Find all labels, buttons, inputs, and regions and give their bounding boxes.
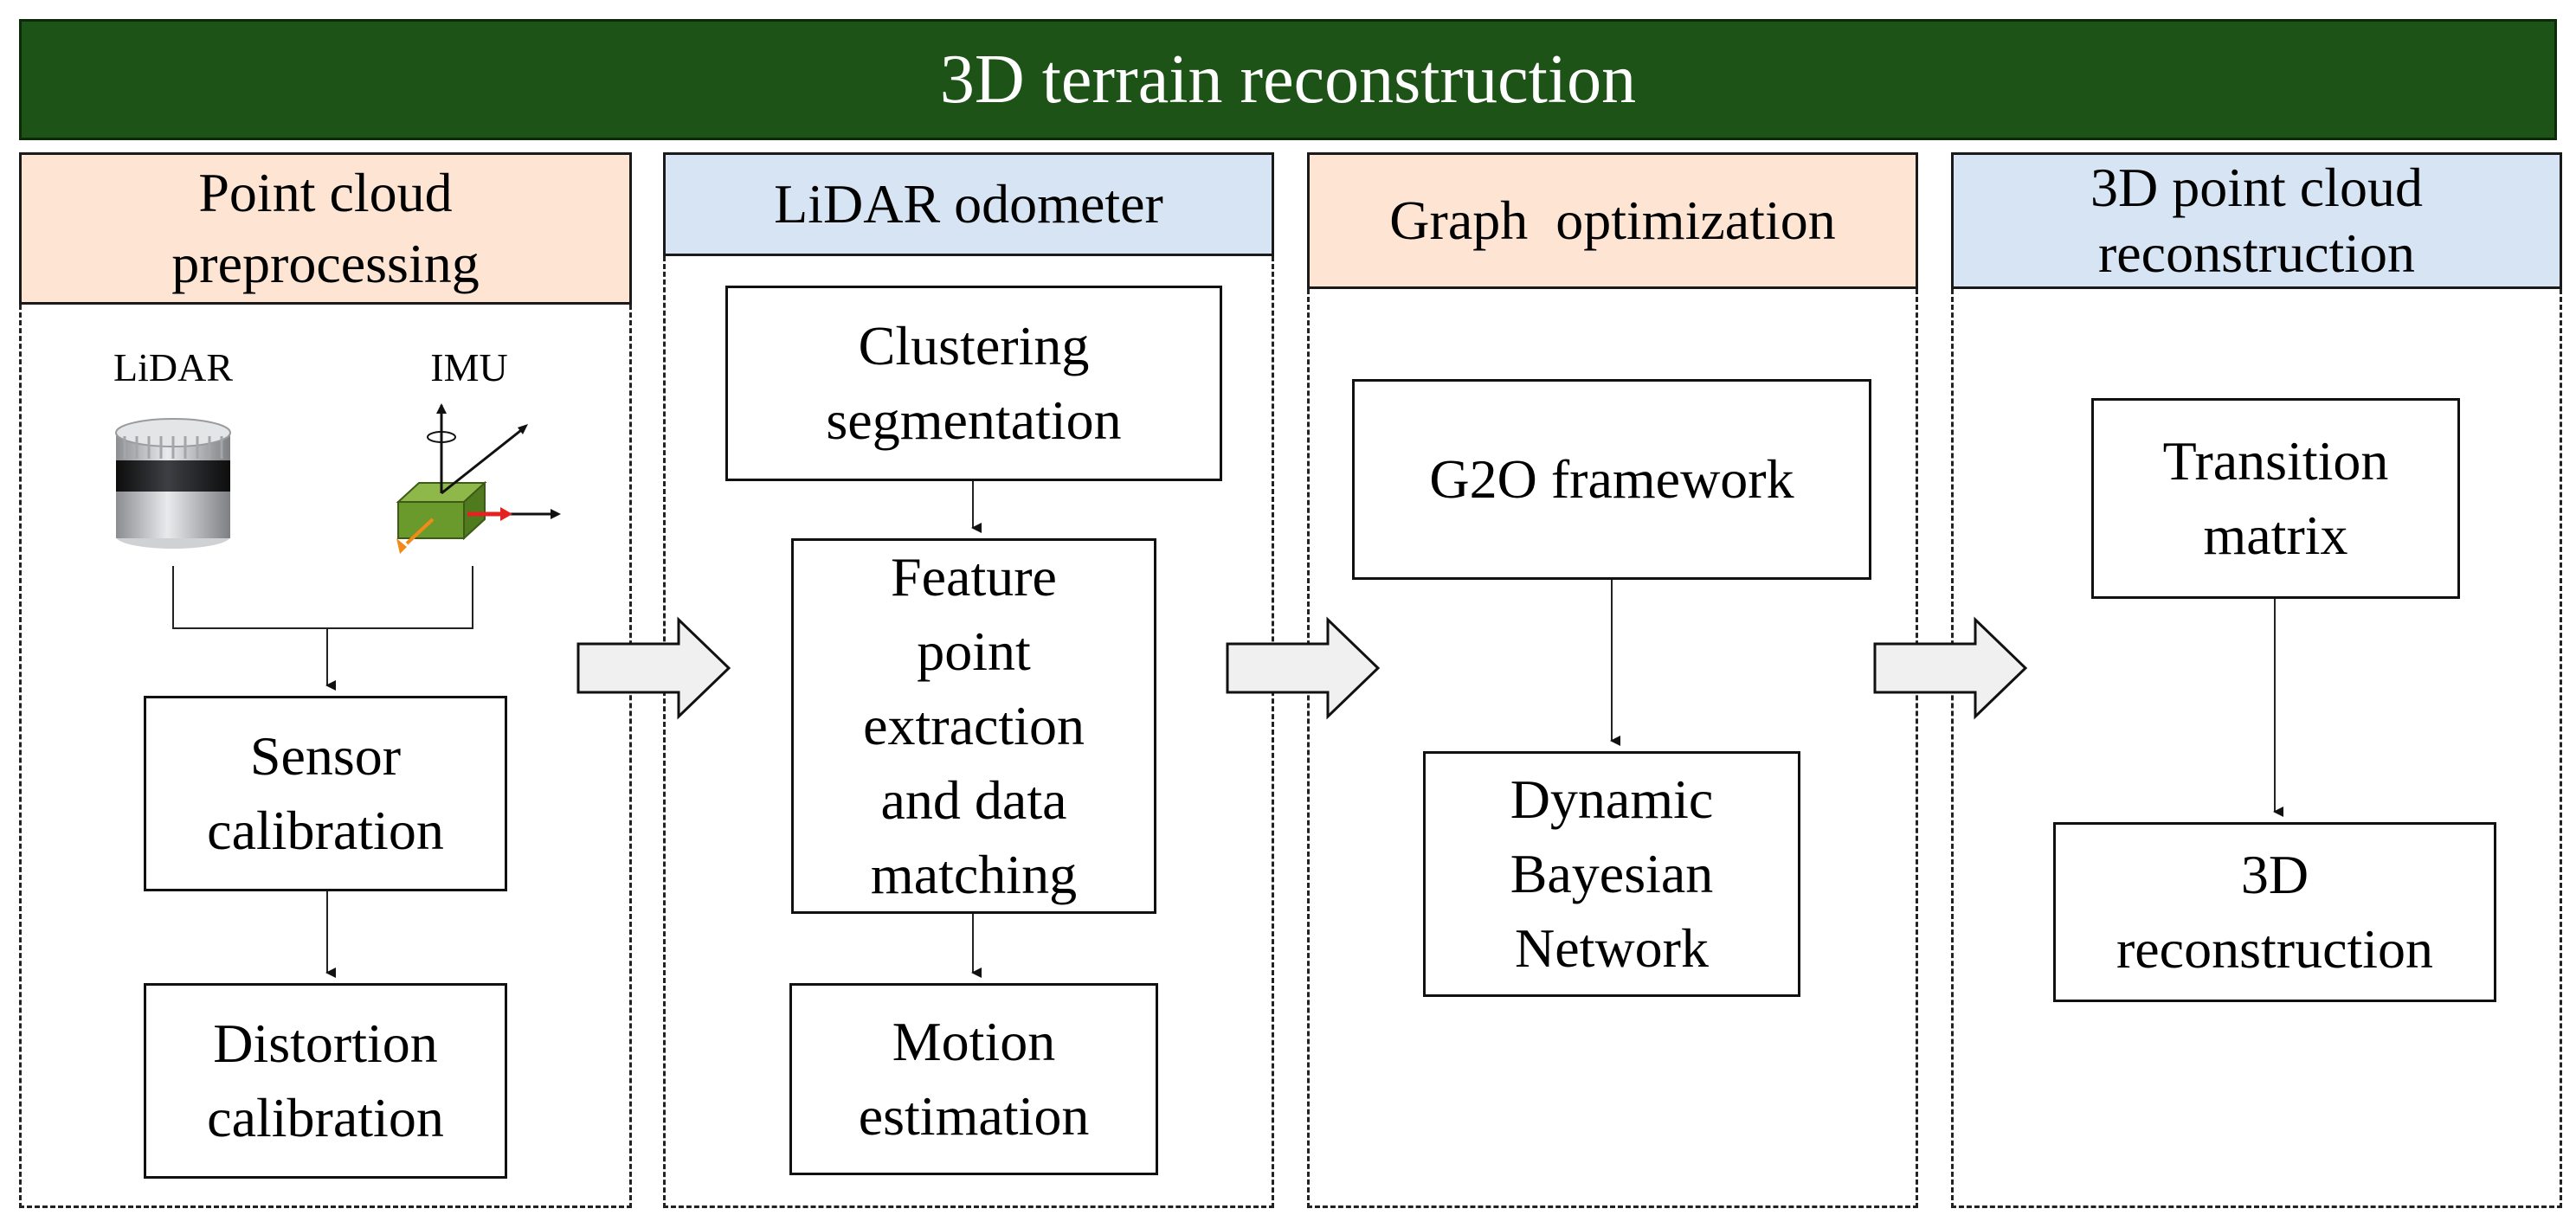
lidar-label: LiDAR bbox=[113, 345, 233, 389]
column-header-lidar-odometer: LiDAR odometer bbox=[663, 152, 1274, 256]
step-line: Feature bbox=[891, 546, 1057, 608]
column-header-preprocessing: Point cloud preprocessing bbox=[19, 152, 632, 305]
step-line: Clustering bbox=[858, 315, 1090, 376]
column-header-line: Graph optimization bbox=[1389, 190, 1836, 251]
column-header-line: reconstruction bbox=[2097, 222, 2416, 284]
step-line: Dynamic bbox=[1510, 768, 1714, 830]
step-distortion-calibration: Distortion calibration bbox=[144, 983, 507, 1179]
column-panel-lidar-odometer bbox=[663, 256, 1274, 1208]
column-panel-point-cloud-reconstruction bbox=[1951, 289, 2562, 1208]
step-line: and data bbox=[880, 769, 1067, 831]
imu-axes-icon bbox=[396, 403, 561, 554]
block-arrow-right-icon bbox=[1226, 616, 1381, 720]
step-line: Bayesian bbox=[1510, 843, 1714, 904]
step-line: calibration bbox=[207, 800, 444, 861]
column-header-line: Point cloud bbox=[198, 162, 453, 223]
column-panel-graph-optimization bbox=[1307, 289, 1918, 1208]
column-panel-preprocessing bbox=[19, 305, 632, 1208]
step-line: matching bbox=[870, 844, 1078, 905]
step-feature-point-extraction: Feature point extraction and data matchi… bbox=[791, 538, 1156, 914]
step-line: 3D bbox=[2240, 844, 2309, 905]
step-line: estimation bbox=[858, 1085, 1090, 1147]
step-line: extraction bbox=[863, 695, 1085, 756]
block-arrow-right-icon bbox=[1873, 616, 2028, 720]
step-line: Network bbox=[1515, 917, 1709, 979]
step-line: matrix bbox=[2203, 505, 2348, 566]
lidar-sensor-icon bbox=[115, 418, 231, 549]
step-line: Distortion bbox=[213, 1013, 438, 1074]
step-clustering-segmentation: Clustering segmentation bbox=[725, 286, 1222, 481]
column-header-line: 3D point cloud bbox=[2090, 157, 2423, 218]
imu-label: IMU bbox=[430, 345, 508, 389]
diagram-title: 3D terrain reconstruction bbox=[19, 19, 2557, 140]
step-line: Transition bbox=[2162, 430, 2389, 492]
step-3d-reconstruction: 3D reconstruction bbox=[2053, 822, 2496, 1002]
step-g2o-framework: G2O framework bbox=[1352, 379, 1871, 580]
step-line: point bbox=[917, 620, 1031, 682]
step-sensor-calibration: Sensor calibration bbox=[144, 696, 507, 891]
column-header-line: LiDAR odometer bbox=[774, 173, 1163, 235]
step-motion-estimation: Motion estimation bbox=[789, 983, 1158, 1175]
column-header-graph-optimization: Graph optimization bbox=[1307, 152, 1918, 289]
step-transition-matrix: Transition matrix bbox=[2091, 398, 2460, 599]
step-dynamic-bayesian-network: Dynamic Bayesian Network bbox=[1423, 751, 1800, 997]
connector-sensors-to-calibration bbox=[172, 566, 473, 691]
step-line: calibration bbox=[207, 1087, 444, 1148]
step-line: G2O framework bbox=[1429, 448, 1794, 510]
column-header-line: preprocessing bbox=[171, 233, 480, 294]
step-line: reconstruction bbox=[2116, 918, 2434, 980]
block-arrow-right-icon bbox=[576, 616, 731, 720]
step-line: Motion bbox=[892, 1011, 1056, 1072]
step-line: segmentation bbox=[826, 389, 1122, 451]
column-header-point-cloud-reconstruction: 3D point cloud reconstruction bbox=[1951, 152, 2562, 289]
step-line: Sensor bbox=[249, 725, 402, 787]
